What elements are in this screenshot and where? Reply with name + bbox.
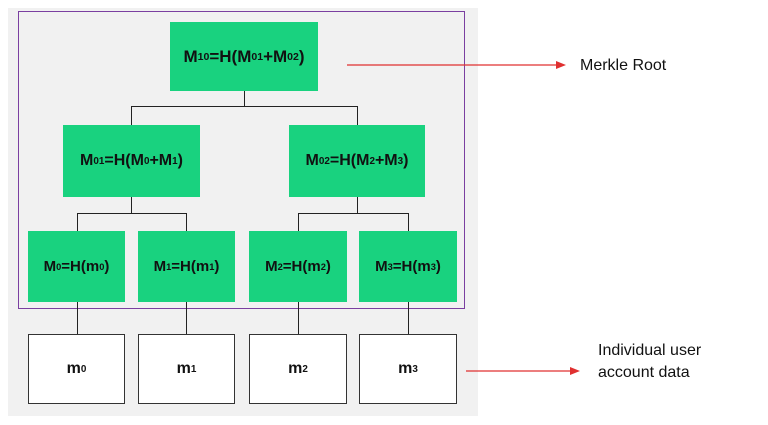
connector bbox=[408, 302, 409, 334]
connector bbox=[77, 213, 78, 231]
data-label-line2: account data bbox=[598, 364, 690, 381]
connector bbox=[408, 213, 409, 231]
connector bbox=[244, 91, 245, 106]
connector bbox=[357, 106, 358, 125]
data-arrowhead bbox=[570, 367, 580, 375]
merkle-root-label: Merkle Root bbox=[580, 57, 667, 74]
connector bbox=[131, 106, 358, 107]
connector bbox=[298, 213, 299, 231]
connector bbox=[298, 213, 409, 214]
connector bbox=[77, 302, 78, 334]
connector bbox=[131, 197, 132, 213]
connector bbox=[298, 302, 299, 334]
connector bbox=[357, 197, 358, 213]
merkle-root-arrowhead bbox=[556, 61, 566, 69]
connector bbox=[77, 213, 187, 214]
connector bbox=[186, 213, 187, 231]
data-label-line1: Individual user bbox=[598, 342, 702, 359]
connector bbox=[131, 106, 132, 125]
merkle-tree-frame bbox=[18, 11, 465, 309]
connector bbox=[186, 302, 187, 334]
